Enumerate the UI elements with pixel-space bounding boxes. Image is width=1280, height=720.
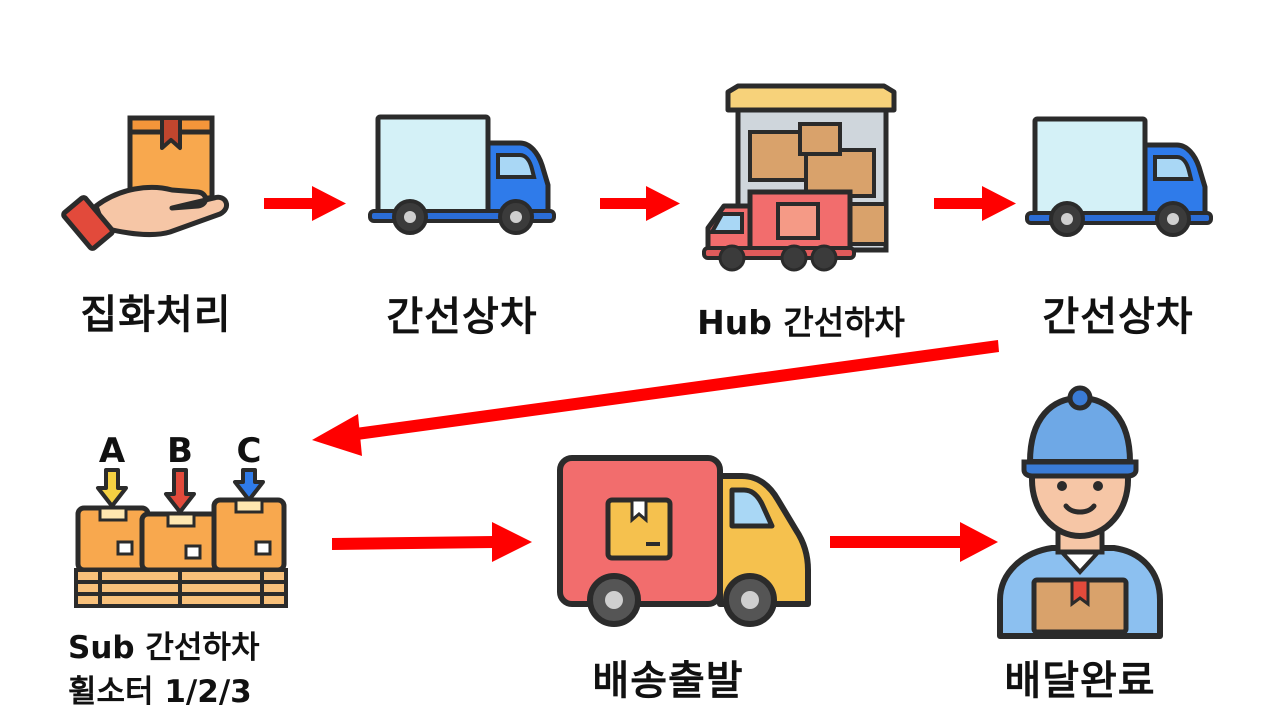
- blue-truck-icon: [368, 114, 556, 235]
- chute-arrow-b: [164, 468, 196, 514]
- arrow-sub-to-delivery: [332, 522, 532, 562]
- step-label-pickup: 집화처리: [80, 292, 232, 338]
- step-label-hub-unload: Hub 간선하차: [697, 303, 905, 342]
- sorter-boxes-icon: A B C: [74, 431, 288, 608]
- delivery-truck-icon: [557, 455, 811, 627]
- step-label-sub-unload-line1: Sub 간선하차: [68, 630, 260, 666]
- arrow-load2-to-sub: [312, 340, 999, 456]
- arrow-hub-to-load2: [934, 186, 1016, 221]
- courier-icon: [997, 385, 1163, 639]
- blue-truck-icon: [1025, 116, 1213, 237]
- step-label-linehaul-load-1: 간선상차: [386, 294, 538, 340]
- step-label-out-for-delivery: 배송출발: [592, 658, 744, 704]
- flow-arrows: [264, 186, 1016, 562]
- step-label-linehaul-load-2: 간선상차: [1042, 294, 1194, 340]
- chute-arrow-a: [96, 468, 128, 508]
- arrow-load1-to-hub: [600, 186, 680, 221]
- step-label-delivered: 배달완료: [1004, 658, 1156, 704]
- chute-label-c: C: [237, 431, 262, 471]
- chute-label-a: A: [99, 431, 126, 471]
- arrow-delivery-to-done: [830, 522, 998, 562]
- step-label-sub-unload-line2: 휠소터 1/2/3: [68, 674, 252, 710]
- chute-label-b: B: [167, 431, 193, 471]
- arrow-pickup-to-load1: [264, 186, 346, 221]
- hand-holding-box-icon: [61, 115, 229, 251]
- chute-arrow-c: [233, 468, 265, 502]
- warehouse-truck-icon: [702, 83, 897, 272]
